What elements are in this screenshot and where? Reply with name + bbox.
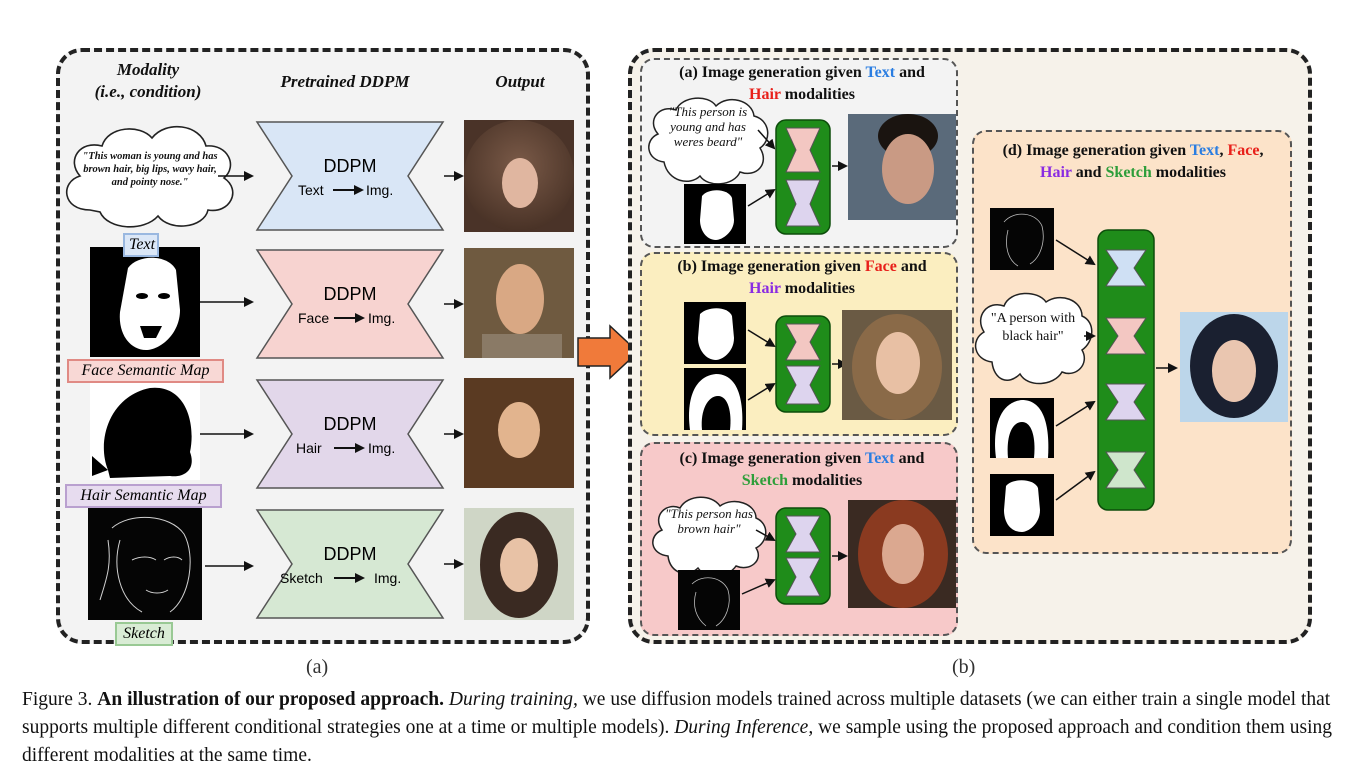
ddpm-from-text: Text — [298, 182, 324, 198]
panel-a-graphics — [65, 121, 464, 620]
cloud-d — [974, 292, 1093, 385]
label-text: Text — [123, 233, 159, 257]
face-map-d — [990, 474, 1054, 536]
ddpm-title-sketch: DDPM — [323, 544, 377, 564]
cloud-a — [648, 97, 769, 185]
sketch-map — [88, 508, 202, 620]
network-b — [775, 315, 831, 413]
figure-caption: Figure 3. An illustration of our propose… — [22, 686, 1340, 770]
caption-training-term: During training, — [448, 689, 578, 710]
ddpm-bowtie-sketch — [255, 509, 445, 619]
face-map-a — [684, 184, 746, 244]
output-photo-4 — [464, 508, 574, 620]
cloud-d-text: "A person with black hair" — [990, 311, 1076, 344]
label-sketch: Sketch — [115, 622, 173, 646]
header-modality: Modality — [116, 60, 180, 79]
caption-figure-number: Figure 3. — [22, 689, 93, 710]
sketch-map-d — [990, 208, 1054, 270]
caption-inference-term: During Inference, — [674, 717, 814, 738]
output-photo-d — [1180, 312, 1288, 422]
hair-map-d — [990, 398, 1054, 458]
network-a — [775, 119, 831, 235]
header-output: Output — [495, 72, 545, 91]
subpanel-d-title: (d) Image generation given Text, Face,Ha… — [1002, 142, 1264, 181]
subfigure-label-b: (b) — [952, 656, 976, 678]
hair-semantic-map — [90, 380, 200, 480]
output-photo-2 — [464, 248, 574, 358]
output-photo-1 — [464, 120, 574, 232]
text-cloud-caption: "This woman is young and has brown hair,… — [82, 151, 218, 188]
network-d — [1097, 229, 1155, 511]
face-map-b — [684, 302, 746, 364]
output-photo-c — [848, 500, 956, 608]
ddpm-from-face: Face — [298, 310, 330, 326]
output-photo-3 — [464, 378, 574, 488]
ddpm-bowtie-face — [255, 249, 445, 359]
output-photo-a — [848, 114, 956, 220]
ddpm-bowtie-hair — [255, 379, 445, 489]
output-photo-b — [842, 310, 952, 420]
ddpm-from-sketch: Sketch — [280, 570, 323, 586]
header-pretrained-ddpm: Pretrained DDPM — [280, 72, 410, 91]
ddpm-title-text: DDPM — [323, 156, 377, 176]
network-c — [775, 507, 831, 605]
ddpm-to-text: Img. — [366, 182, 394, 198]
cloud-a-text: "This person is young and has weres bear… — [668, 104, 748, 149]
ddpm-to-face: Img. — [368, 310, 396, 326]
subfigure-label-a: (a) — [306, 656, 329, 678]
hair-map-b — [684, 368, 746, 430]
cloud-c-text: "This person has brown hair" — [665, 506, 753, 536]
caption-body-1: we use diffusion models trained across m… — [22, 689, 1331, 738]
ddpm-to-sketch: Img. — [374, 570, 402, 586]
label-hair-semantic-map: Hair Semantic Map — [65, 484, 222, 508]
sketch-map-c — [678, 570, 740, 630]
ddpm-to-hair: Img. — [368, 440, 396, 456]
header-condition: (i.e., condition) — [94, 82, 202, 101]
caption-title: An illustration of our proposed approach… — [97, 689, 445, 710]
ddpm-title-face: DDPM — [323, 284, 377, 304]
ddpm-title-hair: DDPM — [323, 414, 377, 434]
panel-b-graphics — [648, 97, 1178, 630]
face-semantic-map — [90, 247, 200, 357]
transition-arrow — [577, 324, 640, 380]
ddpm-bowtie-text — [255, 121, 445, 231]
text-cloud — [65, 125, 234, 228]
ddpm-from-hair: Hair — [296, 440, 322, 456]
caption-body-2: we sample using the proposed approach an… — [22, 717, 1333, 766]
label-face-semantic-map: Face Semantic Map — [67, 359, 224, 383]
